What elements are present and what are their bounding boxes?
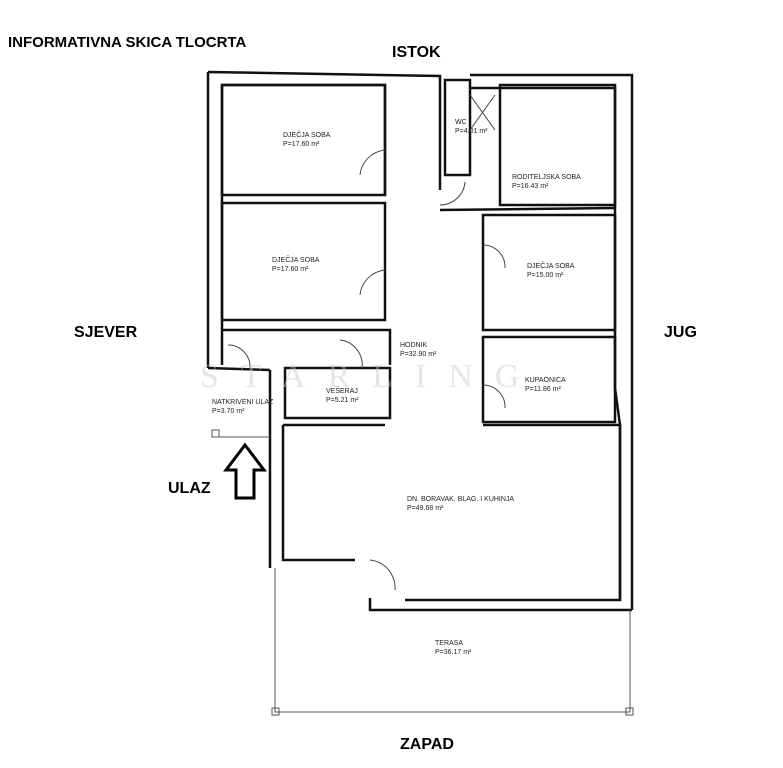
entrance-label: ULAZ xyxy=(168,480,211,497)
direction-east: ISTOK xyxy=(392,44,441,61)
plan-title: INFORMATIVNA SKICA TLOCRTA xyxy=(8,34,247,51)
entrance-arrow-icon xyxy=(222,442,268,500)
direction-north: SJEVER xyxy=(74,324,138,341)
watermark: STARLING xyxy=(200,358,542,395)
direction-south: JUG xyxy=(664,324,697,341)
direction-west: ZAPAD xyxy=(400,736,454,753)
